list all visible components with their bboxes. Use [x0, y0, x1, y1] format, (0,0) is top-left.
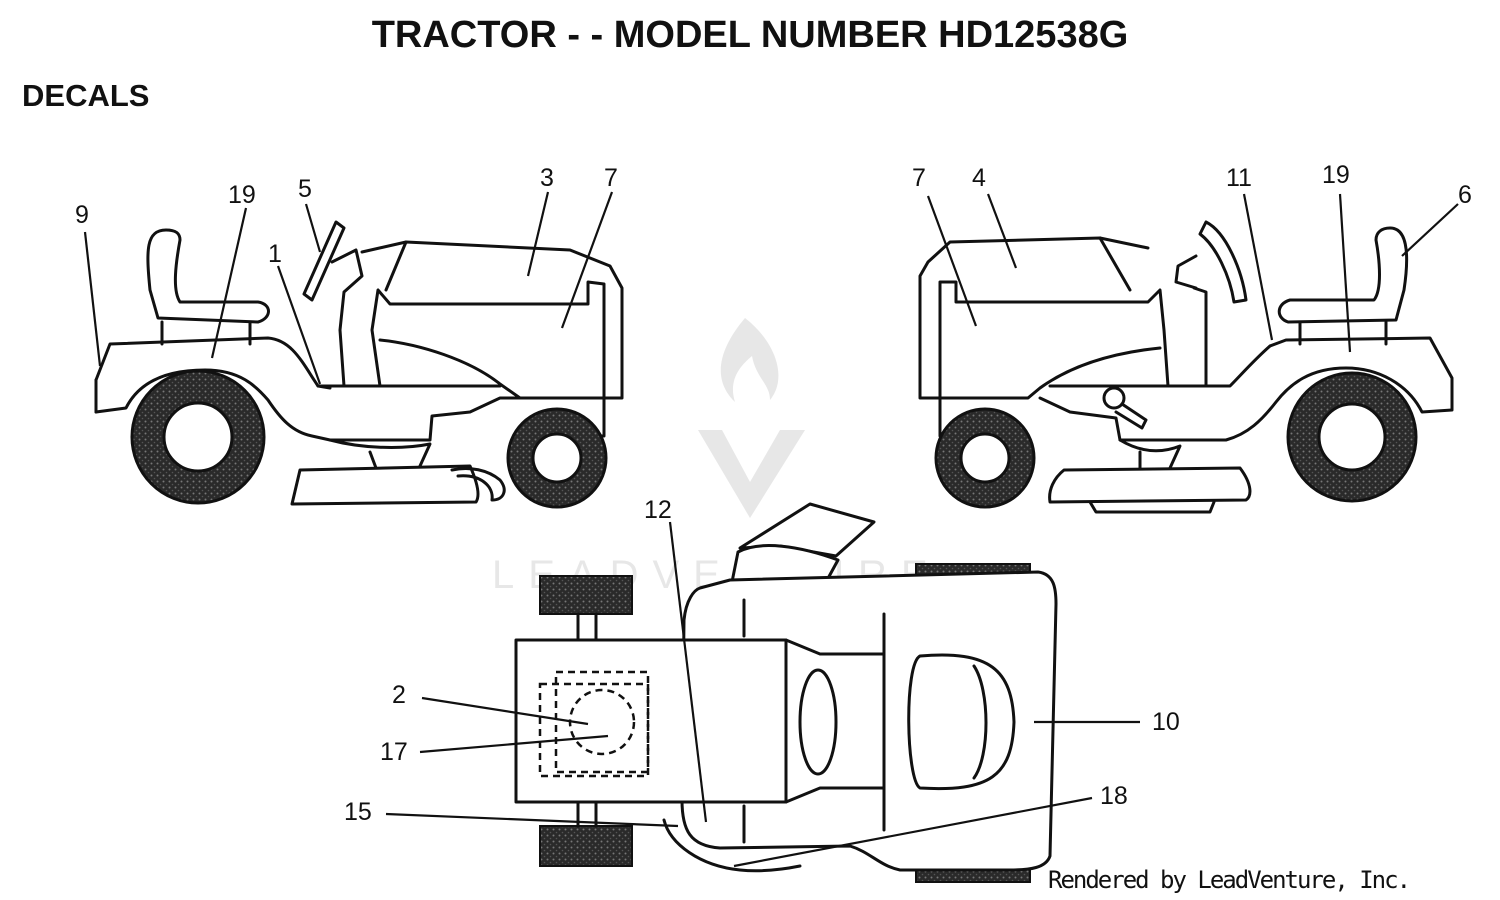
credit-text: Rendered by LeadVenture, Inc. — [1048, 866, 1411, 894]
callout-19: 19 — [228, 181, 256, 209]
callout-18: 18 — [1100, 782, 1128, 810]
rear-fender — [1208, 336, 1454, 442]
rear-fender — [94, 336, 332, 442]
callout-11: 11 — [1226, 164, 1252, 192]
callout-3: 3 — [540, 164, 554, 192]
callout-17: 17 — [380, 738, 408, 766]
callout-10: 10 — [1152, 708, 1180, 736]
mower-deck — [1048, 466, 1252, 504]
hood — [342, 240, 624, 400]
steering-wheel — [302, 220, 346, 302]
callout-4: 4 — [972, 164, 986, 192]
callout-7: 7 — [604, 164, 618, 192]
callout-12: 12 — [644, 496, 672, 524]
diagram-title: TRACTOR - - MODEL NUMBER HD12538G — [371, 14, 1129, 56]
tire-bottom-left — [539, 825, 633, 867]
tractor-body — [514, 638, 788, 804]
section-heading: DECALS — [22, 78, 150, 113]
callout-6: 6 — [1458, 181, 1472, 209]
callout-5: 5 — [298, 175, 312, 203]
seat-back — [146, 228, 270, 324]
callout-7: 7 — [912, 164, 926, 192]
tractor-top-view: 12 2 17 15 10 18 — [344, 496, 1180, 883]
dash-panel-outer — [538, 682, 650, 778]
tractor-right-view: 7 4 11 19 6 — [912, 161, 1472, 514]
seat-back — [1277, 226, 1409, 324]
tractor-left-view: 9 19 5 1 3 7 — [75, 164, 624, 509]
callout-2: 2 — [392, 681, 406, 709]
steering-wheel — [1198, 220, 1248, 304]
mower-deck — [290, 464, 480, 506]
hood — [918, 236, 1170, 400]
callout-19: 19 — [1322, 161, 1350, 189]
callout-15: 15 — [344, 798, 372, 826]
tire-top-left — [539, 575, 633, 615]
callout-1: 1 — [268, 240, 282, 268]
callout-9: 9 — [75, 201, 89, 229]
